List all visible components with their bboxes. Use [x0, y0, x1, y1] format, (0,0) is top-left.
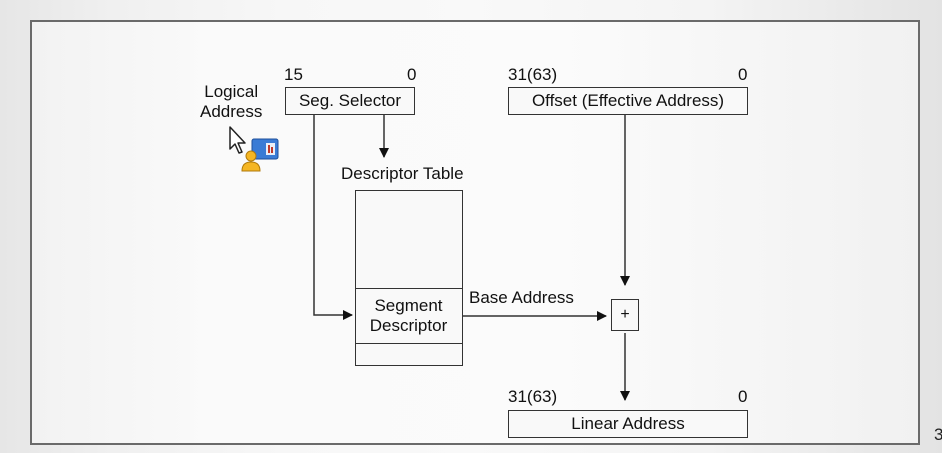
segment-descriptor-label: Segment Descriptor — [369, 296, 448, 335]
offset-box: Offset (Effective Address) — [508, 87, 748, 115]
adder-box: + — [611, 299, 639, 331]
base-address-label: Base Address — [469, 288, 574, 307]
diagram-frame — [30, 20, 920, 445]
segment-descriptor-entry: Segment Descriptor — [354, 288, 463, 344]
mouse-pointer-icon — [229, 126, 279, 172]
page-number: 3 — [934, 425, 942, 444]
arrow-selector-to-descriptor — [313, 115, 353, 320]
offset-high-bit: 31(63) — [508, 65, 558, 84]
logical-address-label: Logical Address — [200, 82, 263, 121]
linear-low-bit: 0 — [738, 387, 748, 406]
segment-selector-box: Seg. Selector — [285, 87, 415, 115]
user-card-icon — [241, 138, 279, 172]
offset-low-bit: 0 — [738, 65, 748, 84]
linear-address-box: Linear Address — [508, 410, 748, 438]
descriptor-table: Segment Descriptor — [354, 190, 463, 366]
selector-high-bit: 15 — [284, 65, 303, 84]
linear-high-bit: 31(63) — [508, 387, 558, 406]
descriptor-table-label: Descriptor Table — [341, 164, 464, 183]
selector-low-bit: 0 — [407, 65, 417, 84]
